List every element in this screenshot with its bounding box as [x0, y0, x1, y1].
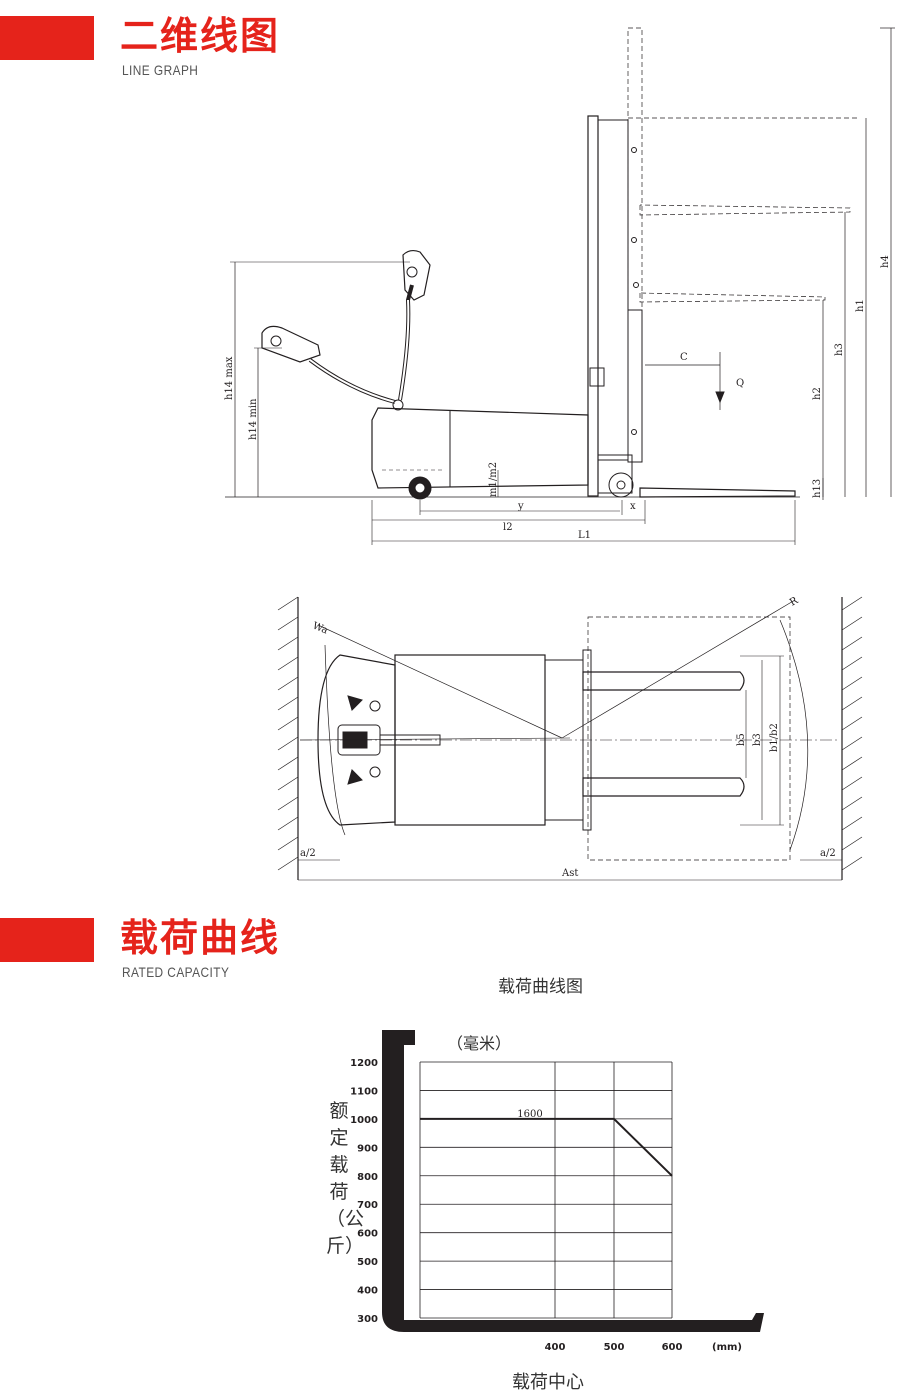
- y-tick-label: 400: [357, 1286, 378, 1297]
- label-h14max: h14 max: [224, 356, 235, 400]
- label-r: R: [788, 595, 800, 609]
- label-h3: h3: [834, 343, 845, 356]
- label-h1: h1: [855, 299, 866, 312]
- label-x: x: [630, 501, 636, 512]
- y-tick-label: 1200: [350, 1058, 378, 1069]
- x-unit-label: (mm): [712, 1342, 742, 1353]
- label-b5: b5: [736, 733, 747, 746]
- top-view-drawing: [277, 596, 863, 881]
- capacity-chart-title: 载荷曲线图: [498, 977, 583, 997]
- label-l1: L1: [578, 530, 591, 541]
- y-tick-label: 1000: [350, 1115, 378, 1126]
- y-tick-label: 500: [357, 1257, 378, 1268]
- section-accent-bar: [0, 16, 94, 60]
- label-h14min: h14 min: [248, 398, 259, 440]
- label-h2: h2: [812, 387, 823, 400]
- label-y: y: [517, 501, 524, 512]
- label-b1b2: b1/b2: [769, 723, 780, 752]
- section-subtitle-rated-capacity: RATED CAPACITY: [122, 964, 230, 980]
- label-ast: Ast: [561, 868, 578, 879]
- section-title-line-graph: 二维线图: [120, 14, 281, 58]
- section-subtitle-line-graph: LINE GRAPH: [122, 62, 199, 78]
- x-tick-label: 500: [604, 1342, 625, 1353]
- label-m1m2: m1/m2: [488, 462, 499, 497]
- y-tick-label: 1100: [350, 1086, 378, 1097]
- capacity-unit-top: （毫米）: [447, 1034, 512, 1053]
- label-b3: b3: [752, 733, 763, 746]
- label-h4: h4: [880, 255, 891, 268]
- label-a2-left: a/2: [300, 848, 316, 859]
- capacity-x-label: 载荷中心: [512, 1372, 584, 1393]
- y-tick-label: 700: [357, 1200, 378, 1211]
- label-c: C: [680, 352, 688, 363]
- label-h13: h13: [812, 479, 823, 498]
- side-view-drawing: [225, 27, 895, 545]
- capacity-y-label: 额定载荷（公斤）: [326, 1100, 365, 1257]
- x-tick-label: 600: [662, 1342, 683, 1353]
- capacity-curve-label: 1600: [517, 1109, 542, 1120]
- section-title-rated-capacity: 载荷曲线: [120, 916, 281, 960]
- label-l2: l2: [503, 522, 513, 533]
- section-accent-bar: [0, 918, 94, 962]
- y-tick-label: 300: [357, 1314, 378, 1325]
- chart-frame: [382, 1030, 764, 1332]
- y-tick-label: 800: [357, 1172, 378, 1183]
- y-tick-label: 900: [357, 1143, 378, 1154]
- x-tick-label: 400: [545, 1342, 566, 1353]
- label-q: Q: [736, 378, 744, 389]
- y-tick-label: 600: [357, 1229, 378, 1240]
- capacity-chart: 300 400 500 600 700 800 900 1000 1100 1200 400 500 6…: [350, 1030, 764, 1353]
- label-wa: Wa: [311, 621, 329, 637]
- label-a2-right: a/2: [820, 848, 836, 859]
